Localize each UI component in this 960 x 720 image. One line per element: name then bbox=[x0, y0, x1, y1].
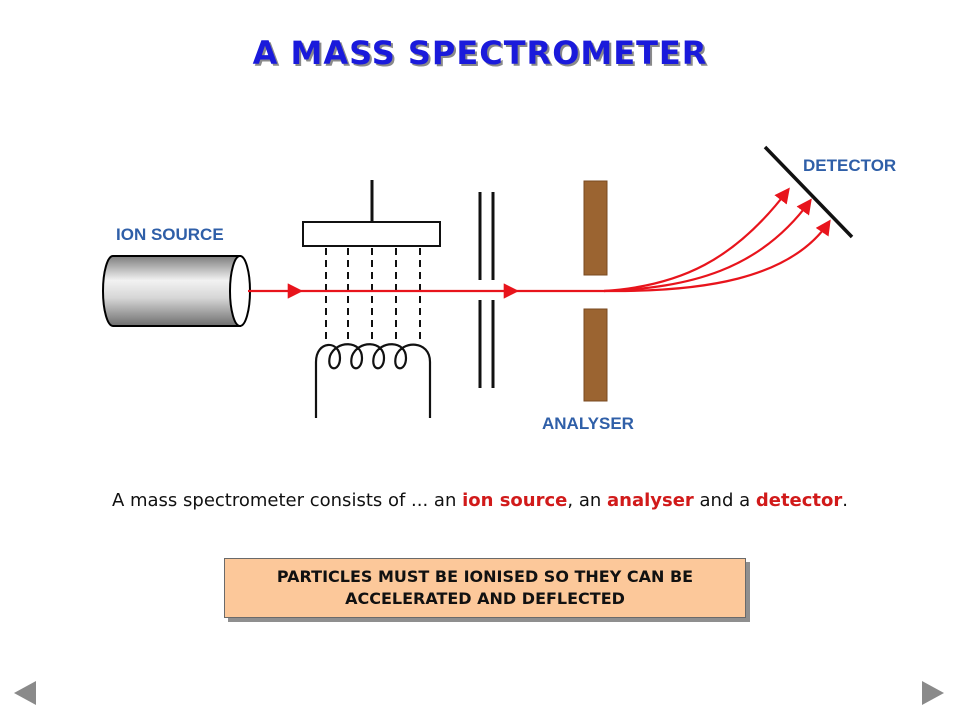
electron-gun bbox=[302, 180, 441, 418]
caption-suffix: . bbox=[842, 490, 849, 511]
analyser-label: ANALYSER bbox=[542, 414, 634, 433]
ion-source-cylinder bbox=[102, 255, 251, 327]
caption-term-detector: detector bbox=[755, 490, 843, 511]
triangle-right-icon bbox=[922, 681, 944, 705]
detector-plate bbox=[763, 145, 854, 239]
beam-path-medium bbox=[603, 198, 812, 293]
caption-sep-2: and a bbox=[693, 490, 756, 511]
previous-slide-button[interactable] bbox=[12, 680, 38, 706]
caption-text: A mass spectrometer consists of ... an i… bbox=[0, 490, 960, 511]
next-slide-button[interactable] bbox=[920, 680, 946, 706]
detector-label: DETECTOR bbox=[803, 156, 897, 175]
accelerating-plates bbox=[478, 192, 495, 388]
caption-term-ion-source: ion source bbox=[462, 490, 568, 511]
analyser-magnets bbox=[583, 180, 608, 402]
beam-path-heavy bbox=[603, 219, 831, 293]
note-text: PARTICLES MUST BE IONISED SO THEY CAN BE… bbox=[276, 567, 694, 608]
heating-coil bbox=[314, 343, 432, 418]
electron-stream bbox=[325, 248, 421, 342]
caption-term-analyser: analyser bbox=[606, 490, 694, 511]
note-box: PARTICLES MUST BE IONISED SO THEY CAN BE… bbox=[224, 558, 746, 618]
caption-prefix: A mass spectrometer consists of ... an bbox=[111, 490, 463, 511]
page-title: A MASS SPECTROMETER bbox=[252, 34, 708, 72]
beam-path-light bbox=[603, 187, 790, 293]
ion-source-label: ION SOURCE bbox=[116, 225, 224, 244]
ion-beam bbox=[248, 187, 831, 299]
caption-sep-1: , an bbox=[567, 490, 607, 511]
triangle-left-icon bbox=[14, 681, 36, 705]
